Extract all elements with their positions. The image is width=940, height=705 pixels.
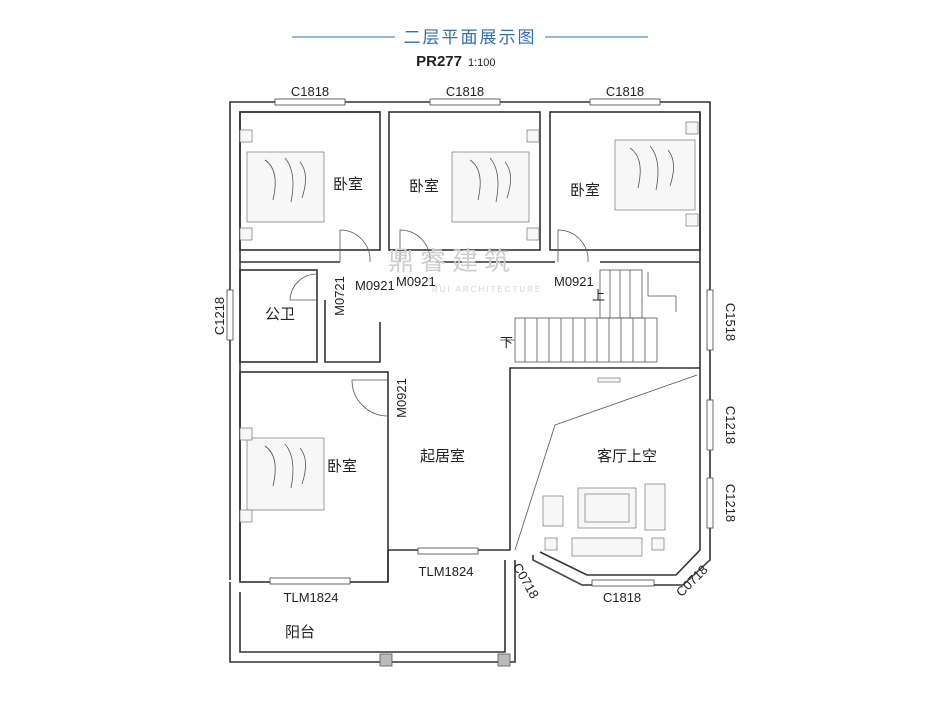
plan-scale: 1:100 bbox=[468, 57, 496, 69]
door-label-m0721: M0721 bbox=[332, 276, 347, 316]
window-label-c1818-3: C1818 bbox=[606, 84, 644, 99]
plan-code: PR277 bbox=[416, 53, 462, 70]
room-label-bedroom-2: 卧室 bbox=[409, 177, 439, 195]
door-label-m0921-2: M0921 bbox=[396, 274, 436, 289]
stair-down-mark: 下 bbox=[500, 335, 513, 350]
bed-top-right bbox=[614, 121, 699, 227]
balcony-post-right bbox=[497, 653, 511, 667]
watermark-sub: RUI ARCHITECTURE bbox=[432, 285, 542, 294]
window-label-c1818-2: C1818 bbox=[446, 84, 484, 99]
window-label-c1818-1: C1818 bbox=[291, 84, 329, 99]
room-label-bedroom-1: 卧室 bbox=[333, 175, 363, 193]
bed-top-left bbox=[239, 129, 325, 241]
room-label-bedroom-3: 卧室 bbox=[570, 181, 600, 199]
window-label-c1218-3: C1218 bbox=[723, 484, 738, 522]
void-diagonal-upper bbox=[554, 374, 698, 426]
door-label-m0921-4: M0921 bbox=[394, 378, 409, 418]
slide-label-tlm1824-2: TLM1824 bbox=[284, 590, 339, 605]
door-label-m0921-1: M0921 bbox=[355, 278, 395, 293]
stair-up-mark: 上 bbox=[592, 288, 605, 303]
room-label-living: 起居室 bbox=[420, 447, 465, 465]
bed-top-middle bbox=[451, 129, 540, 241]
door-swings bbox=[289, 229, 589, 417]
void-diagonal-lower bbox=[514, 424, 556, 551]
staircase bbox=[500, 269, 677, 363]
interior-walls bbox=[229, 111, 701, 663]
room-label-balcony: 阳台 bbox=[285, 623, 315, 641]
window-label-c1518: C1518 bbox=[723, 303, 738, 341]
room-label-void: 客厅上空 bbox=[597, 447, 657, 465]
void-furniture bbox=[542, 377, 666, 557]
watermark: 鼎睿建筑 bbox=[388, 247, 516, 277]
bed-lower-left bbox=[239, 427, 325, 523]
balcony-post-left bbox=[379, 653, 393, 667]
room-label-bedroom-4: 卧室 bbox=[327, 457, 357, 475]
door-label-m0921-3: M0921 bbox=[554, 274, 594, 289]
window-label-c1818-4: C1818 bbox=[603, 590, 641, 605]
room-label-bathroom: 公卫 bbox=[265, 305, 295, 323]
window-label-c1218-2: C1218 bbox=[723, 406, 738, 444]
slide-label-tlm1824-1: TLM1824 bbox=[419, 564, 474, 579]
window-label-c1218-1: C1218 bbox=[212, 297, 227, 335]
window-marks bbox=[226, 98, 714, 587]
window-label-c0718-2: C0718 bbox=[673, 562, 711, 600]
page-title: 二层平面展示图 bbox=[404, 28, 537, 48]
